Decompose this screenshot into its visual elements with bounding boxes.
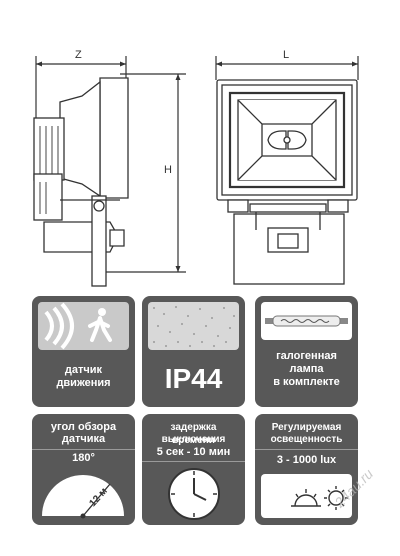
view-angle-caption-1: угол обзора: [50, 421, 117, 433]
sun-icon: [324, 486, 348, 510]
view-angle-semicircle: [42, 475, 124, 519]
moon-icon: [269, 488, 279, 508]
lux-icons-panel: [261, 474, 352, 518]
tile-ip-rating: IP44: [142, 296, 245, 407]
delay-caption-2: выключения: [161, 434, 226, 445]
halogen-lamp-caption-1: галогенная: [276, 350, 337, 362]
floodlight-front-view: [216, 79, 358, 285]
dusk-icon: [291, 489, 321, 507]
dimension-label-z: Z: [75, 49, 82, 61]
motion-sensor-icon: [44, 302, 112, 350]
lux-caption-2: освещенность: [270, 434, 343, 445]
motion-sensor-caption-1: датчик: [64, 364, 103, 376]
halogen-lamp-panel: [261, 302, 352, 340]
delay-value: 5 сек - 10 мин: [156, 446, 231, 458]
dimension-label-l: L: [283, 49, 290, 61]
halogen-lamp-icon: [265, 315, 348, 327]
tile-halogen-lamp: галогенная лампа в комплекте: [255, 296, 358, 407]
technical-drawing: [33, 56, 359, 287]
motion-sensor-panel: [38, 302, 129, 350]
water-drops-panel: [148, 302, 239, 350]
view-angle-degrees: 180°: [72, 452, 95, 464]
halogen-lamp-caption-2: лампа: [289, 363, 324, 375]
lux-icons: [269, 486, 348, 510]
water-drops-icon: [153, 306, 235, 347]
tile-lux: Регулируемая освещенность 3 - 1000 lux: [255, 414, 358, 525]
lux-value: 3 - 1000 lux: [276, 454, 337, 466]
delay-caption-1: задержка времени: [170, 422, 217, 446]
floodlight-side-view: [33, 77, 129, 287]
halogen-lamp-caption-3: в комплекте: [273, 376, 340, 388]
motion-sensor-caption-2: движения: [56, 377, 111, 389]
lux-caption-1: Регулируемая: [271, 422, 342, 433]
view-angle-caption-2: датчика: [61, 433, 106, 445]
tile-view-angle: угол обзора датчика 180° 12 м: [32, 414, 135, 525]
tile-motion-sensor: датчик движения: [32, 296, 135, 407]
clock-icon: [168, 468, 220, 520]
tile-delay: задержка времени выключения 5 сек - 10 м…: [142, 414, 245, 525]
dimension-label-h: H: [164, 164, 172, 176]
ip-rating-value: IP44: [164, 363, 223, 394]
